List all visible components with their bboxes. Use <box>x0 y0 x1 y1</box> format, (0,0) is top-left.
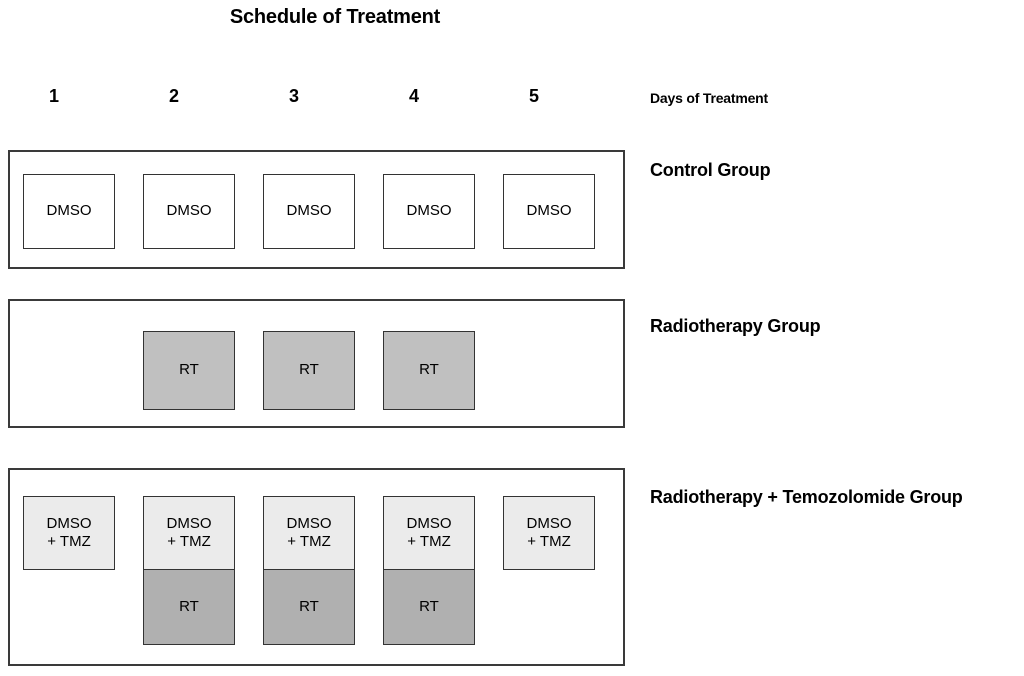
day-number-2: 2 <box>168 86 179 106</box>
day-number-5: 5 <box>528 86 539 106</box>
cell-control-day-5[interactable]: DMSO <box>503 174 595 249</box>
cell-label: DMSO <box>286 202 332 220</box>
days-of-treatment-label: Days of Treatment <box>650 90 768 106</box>
cell-label: DMSO <box>46 202 92 220</box>
cell-label-line-2: + TMZ <box>167 533 211 550</box>
cell-rttmz-rt-day-2[interactable]: RT <box>143 569 235 645</box>
cell-rttmz-dmso-day-2[interactable]: DMSO + TMZ <box>143 496 235 570</box>
day-number-3: 3 <box>288 86 299 106</box>
cell-label-line-2: + TMZ <box>47 533 91 550</box>
radiotherapy-group-container: RT RT RT <box>8 299 625 428</box>
cell-label: RT <box>419 597 439 615</box>
cell-label-line-1: DMSO <box>406 514 452 532</box>
radiotherapy-temozolomide-group-container: DMSO + TMZ DMSO + TMZ DMSO + TMZ DMSO + … <box>8 468 625 666</box>
cell-rttmz-dmso-day-4[interactable]: DMSO + TMZ <box>383 496 475 570</box>
cell-label-line-1: DMSO <box>166 514 212 532</box>
cell-control-day-3[interactable]: DMSO <box>263 174 355 249</box>
cell-label-line-1: DMSO <box>526 514 572 532</box>
cell-label-line-1: DMSO <box>286 514 332 532</box>
cell-control-day-4[interactable]: DMSO <box>383 174 475 249</box>
figure-title: Schedule of Treatment <box>229 6 441 28</box>
cell-rttmz-dmso-day-3[interactable]: DMSO + TMZ <box>263 496 355 570</box>
cell-label-line-2: + TMZ <box>527 533 571 550</box>
cell-label: DMSO <box>406 202 452 220</box>
cell-label-line-1: DMSO <box>46 514 92 532</box>
cell-label: RT <box>419 361 439 379</box>
day-header-row: 1 2 3 4 5 <box>8 86 625 112</box>
day-number-4: 4 <box>408 86 419 106</box>
cell-label-line-2: + TMZ <box>407 533 451 550</box>
cell-rt-day-4[interactable]: RT <box>383 331 475 410</box>
cell-control-day-1[interactable]: DMSO <box>23 174 115 249</box>
cell-rttmz-dmso-day-1[interactable]: DMSO + TMZ <box>23 496 115 570</box>
cell-label-line-2: + TMZ <box>287 533 331 550</box>
control-group-container: DMSO DMSO DMSO DMSO DMSO <box>8 150 625 269</box>
control-group-label: Control Group <box>650 160 771 180</box>
cell-rttmz-rt-day-3[interactable]: RT <box>263 569 355 645</box>
day-number-1: 1 <box>48 86 59 106</box>
cell-label: DMSO <box>166 202 212 220</box>
cell-label: RT <box>299 361 319 379</box>
radiotherapy-group-label: Radiotherapy Group <box>650 316 821 336</box>
cell-rttmz-dmso-day-5[interactable]: DMSO + TMZ <box>503 496 595 570</box>
cell-control-day-2[interactable]: DMSO <box>143 174 235 249</box>
radiotherapy-temozolomide-group-label: Radiotherapy + Temozolomide Group <box>650 487 963 507</box>
cell-label: RT <box>179 361 199 379</box>
cell-label: RT <box>299 597 319 615</box>
cell-rt-day-3[interactable]: RT <box>263 331 355 410</box>
cell-rt-day-2[interactable]: RT <box>143 331 235 410</box>
cell-label: DMSO <box>526 202 572 220</box>
cell-label: RT <box>179 597 199 615</box>
cell-rttmz-rt-day-4[interactable]: RT <box>383 569 475 645</box>
